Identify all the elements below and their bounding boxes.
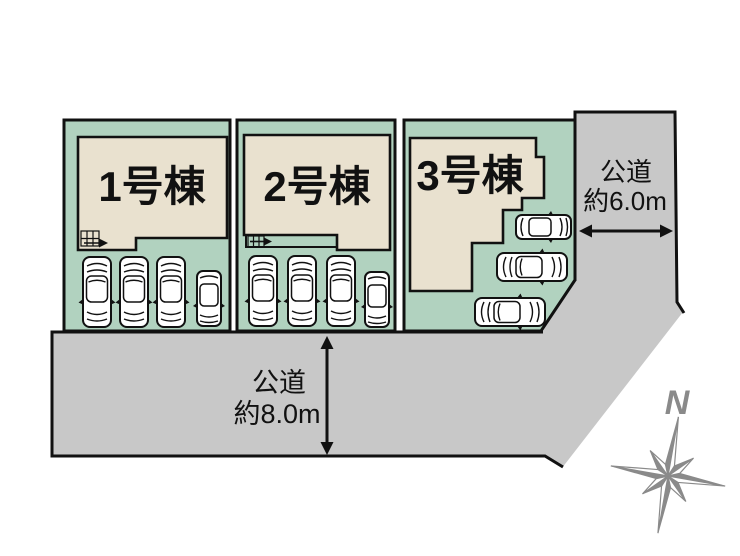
- building-1-footprint: [76, 135, 229, 252]
- road-east-dimension-arrow: [579, 224, 673, 238]
- road-east-name: 公道: [600, 157, 652, 187]
- sedan-car-icon: [321, 255, 361, 327]
- road-south-name: 公道: [252, 368, 306, 398]
- road-south-width: 約8.0m: [233, 399, 320, 429]
- sedan-car-icon: [114, 256, 154, 328]
- building-3-label: 3号棟: [416, 152, 524, 199]
- entrance-steps-icon-1: [80, 230, 108, 248]
- kei-car-icon: [515, 210, 572, 244]
- building-2-porch-strip: [245, 234, 338, 248]
- building-3: [408, 136, 546, 293]
- building-2-label: 2号棟: [263, 163, 371, 210]
- entrance-steps-icon-2: [247, 235, 272, 248]
- building-1: [76, 135, 229, 252]
- entrance-arrow-1: [99, 238, 108, 248]
- building-2: [242, 133, 392, 252]
- road-surface: [52, 112, 683, 468]
- sedan-car-icon: [496, 247, 568, 287]
- compass-rose: [610, 416, 726, 534]
- sedan-car-icon: [77, 256, 117, 328]
- kei-car-icon: [360, 271, 394, 328]
- compass-north-label: N: [665, 384, 691, 422]
- sedan-car-icon: [243, 255, 283, 327]
- building-1-label: 1号棟: [98, 163, 206, 210]
- sedan-car-icon: [474, 292, 546, 332]
- entrance-arrow-2: [264, 237, 272, 246]
- road-east-annotation: 公道 約6.0m: [579, 157, 673, 238]
- road-east-width: 約6.0m: [583, 186, 667, 216]
- compass: N: [610, 384, 726, 534]
- kei-car-icon: [192, 270, 226, 327]
- sedan-car-icon: [282, 255, 322, 327]
- building-2-footprint: [242, 133, 392, 252]
- building-3-footprint: [408, 136, 546, 293]
- sedan-car-icon: [151, 256, 191, 328]
- road-south-annotation: 公道 約8.0m: [233, 336, 334, 455]
- road-south-dimension-arrow: [320, 336, 334, 455]
